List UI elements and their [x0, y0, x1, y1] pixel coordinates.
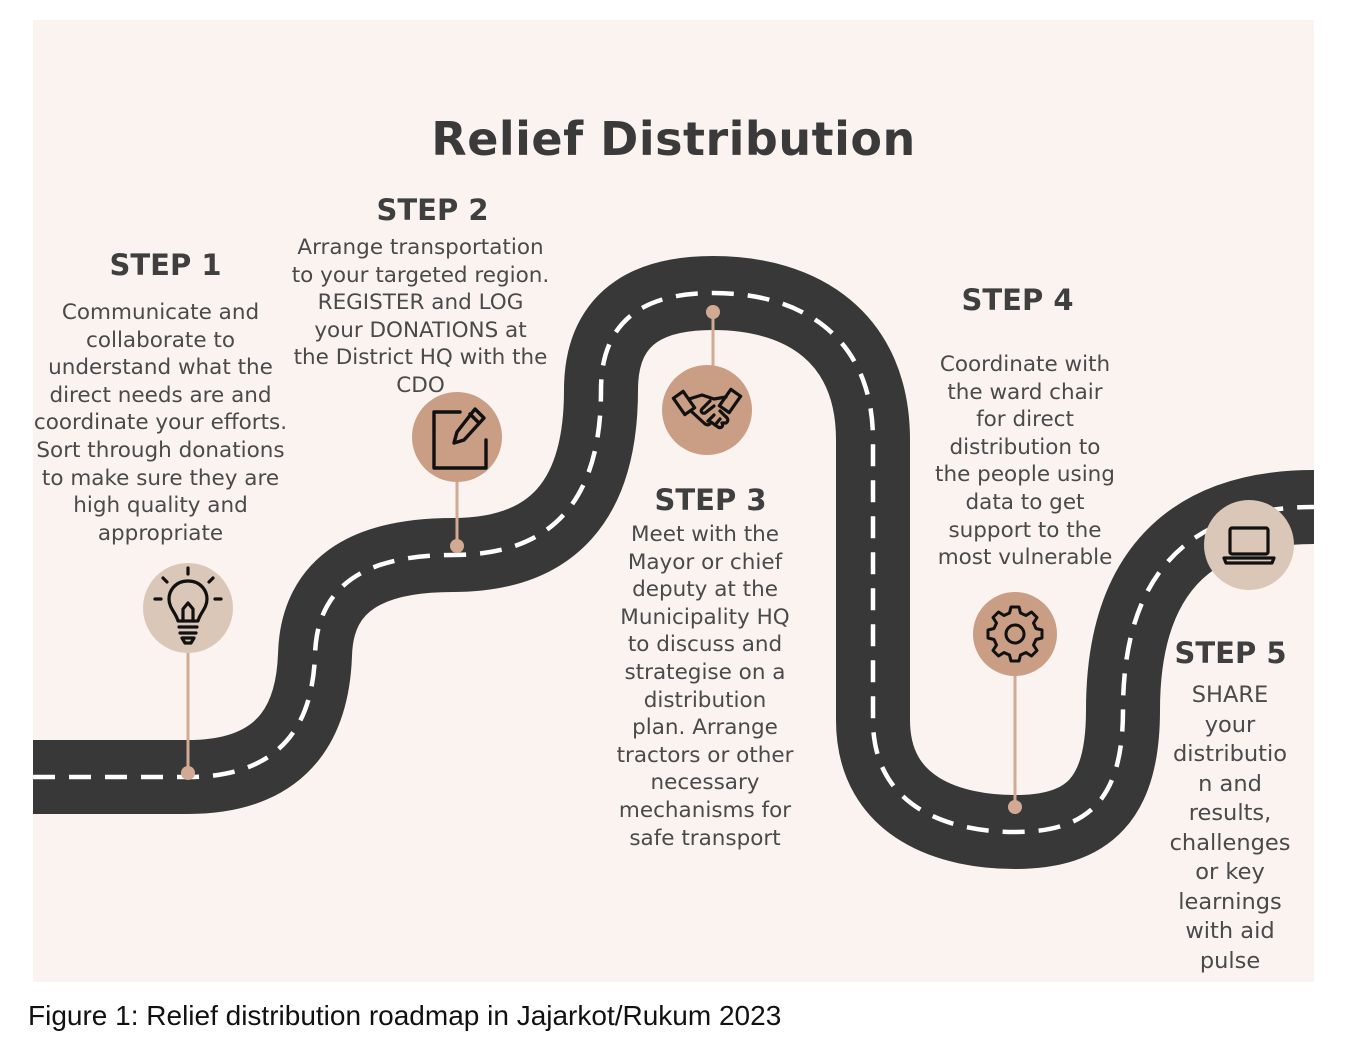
step-3-icon-badge — [662, 365, 752, 455]
step-4-heading: STEP 4 — [961, 283, 1074, 317]
step-1-heading: STEP 1 — [109, 248, 222, 282]
lightbulb-icon — [153, 566, 223, 645]
step-1-description: Communicate and collaborate to understan… — [33, 300, 288, 546]
road-lane-marking — [33, 290, 1314, 835]
road-graphic — [33, 256, 1314, 869]
step-5-heading: STEP 5 — [1174, 636, 1287, 670]
step-5-icon-badge — [1204, 500, 1294, 590]
step-4-icon-badge — [973, 592, 1057, 676]
step-3-description: Meet with the Mayor or chief deputy at t… — [616, 522, 794, 851]
edit-icon — [432, 407, 488, 470]
step-2-heading: STEP 2 — [376, 193, 489, 227]
step-3-heading: STEP 3 — [654, 483, 767, 517]
laptop-icon — [1222, 526, 1276, 565]
step-4-description: Coordinate with the ward chair for direc… — [935, 352, 1115, 571]
step-3-pin — [706, 305, 720, 370]
figure-caption: Figure 1: Relief distribution roadmap in… — [28, 1000, 782, 1031]
step-5-description: SHARE your distributio n and results, ch… — [1169, 682, 1291, 974]
step-4-pin — [1008, 670, 1022, 814]
handshake-icon — [671, 387, 743, 430]
step-1-pin — [181, 640, 195, 780]
gear-icon — [986, 605, 1044, 663]
roadmap-diagram: Relief Distribution STEP 1 Communicate a… — [33, 20, 1314, 982]
step-1-icon-badge — [143, 563, 233, 653]
step-2-description: Arrange transportation to your targeted … — [291, 235, 550, 398]
diagram-title: Relief Distribution — [431, 112, 916, 166]
step-2-icon-badge — [412, 392, 502, 482]
step-2-pin — [450, 475, 464, 553]
